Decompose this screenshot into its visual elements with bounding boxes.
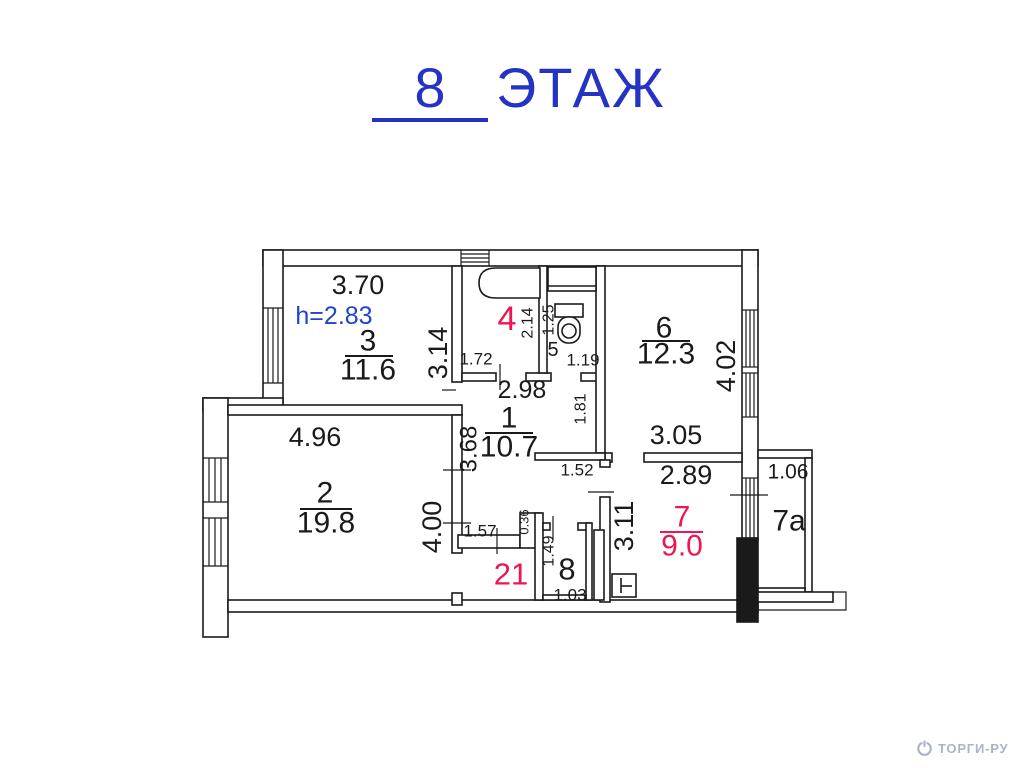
room-number: 2 <box>317 477 334 510</box>
vent-shaft <box>547 266 597 292</box>
room-number: 5 <box>547 339 558 361</box>
wall-room6-bottom-b <box>643 452 743 463</box>
walls-group <box>202 249 847 638</box>
room-number: 4 <box>498 300 517 338</box>
room-area: 10.7 <box>480 431 538 464</box>
ceiling-height-label: h=2.83 <box>295 302 372 330</box>
room-number: 7 <box>674 501 691 534</box>
room-number: 1 <box>501 402 518 435</box>
dimension-label: 1.19 <box>566 351 599 370</box>
wall-room4-room5 <box>538 265 548 374</box>
room-area: 9.0 <box>661 530 703 563</box>
dimension-label: 0.36 <box>517 509 532 534</box>
dimension-label: 3.70 <box>332 270 385 300</box>
watermark-label: ТОРГИ-РУ <box>938 741 1009 756</box>
dimension-label: 4.96 <box>289 422 342 452</box>
window-room3-left <box>263 307 283 384</box>
entrance-hatch <box>460 250 490 266</box>
dimension-label: 1.57 <box>463 522 496 541</box>
dimension-label: 4.02 <box>711 340 741 393</box>
window-room2-left-2 <box>203 517 228 567</box>
wall-column-bottom-right <box>736 537 759 623</box>
wall-bottom <box>227 599 759 613</box>
window-balcony-room7 <box>742 477 758 539</box>
room-area: 11.6 <box>340 354 396 387</box>
dimension-label: 3.05 <box>650 420 703 450</box>
dimension-label: 3.68 <box>456 426 483 473</box>
wall-room3-bottom <box>227 404 463 416</box>
window-room6-right-1 <box>742 309 758 368</box>
wall-room8-left <box>534 512 544 601</box>
wall-hall-room2-upper <box>451 414 463 554</box>
bathtub-icon <box>478 267 541 299</box>
wall-top <box>262 249 759 267</box>
wall-room8-right <box>585 522 593 601</box>
wall-hall-top-c <box>580 372 598 382</box>
dimension-label: 1.25 <box>541 304 558 335</box>
wall-hall-room2-lower <box>451 592 463 606</box>
windows-group <box>203 250 758 567</box>
wall-room7-left-a <box>599 459 611 468</box>
dimension-label: 1.06 <box>768 461 809 484</box>
dimension-label: 1.72 <box>459 350 492 369</box>
room-number: 8 <box>558 552 575 587</box>
wall-room8-top-a <box>542 522 551 531</box>
wall-corridor-top <box>534 452 606 461</box>
dimension-label: 1.49 <box>541 535 558 566</box>
room-area: 19.8 <box>297 507 355 540</box>
wall-bottom-right <box>757 591 834 603</box>
room-number: 3 <box>360 325 377 358</box>
dimension-label: 1.81 <box>573 393 590 424</box>
floor-number: 8 <box>372 58 488 122</box>
dimension-label: 1.52 <box>560 461 593 480</box>
toilet-icon <box>554 303 584 344</box>
wall-7a-top <box>757 449 813 459</box>
wall-room3-room4 <box>451 265 463 383</box>
window-room2-left-1 <box>203 457 228 503</box>
room-number: 21 <box>494 557 528 592</box>
wall-duct-strip <box>593 529 605 601</box>
dimension-label: 2.14 <box>520 307 537 338</box>
room-number: 6 <box>656 312 673 345</box>
room-number: 7a <box>772 505 806 538</box>
torgi-logo-icon <box>917 740 932 756</box>
dimension-ticks-group <box>442 364 768 554</box>
dimension-label: 3.11 <box>609 501 639 552</box>
room-area: 12.3 <box>637 338 695 371</box>
dimension-label: 2.98 <box>498 376 547 404</box>
dimension-label: 1.03 <box>553 586 586 605</box>
dimension-label: 3.14 <box>423 327 453 380</box>
dimension-label: 2.89 <box>660 460 713 490</box>
fixtures-group <box>478 267 637 598</box>
floor-word: ЭТАЖ <box>496 56 666 119</box>
sink-icon <box>611 573 637 598</box>
watermark: ТОРГИ-РУ <box>916 740 1008 757</box>
dimension-label: 4.00 <box>417 501 447 554</box>
wall-bottom-right-step <box>758 591 847 611</box>
wall-room8-bottom <box>542 594 587 601</box>
window-room6-right-2 <box>742 372 758 418</box>
wall-hall-top-a <box>461 372 497 382</box>
